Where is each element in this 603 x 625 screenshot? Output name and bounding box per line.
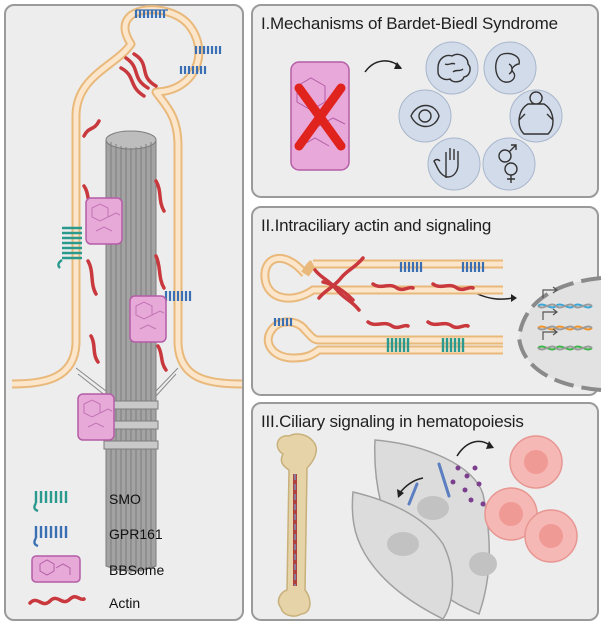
smo-receptors-two <box>386 338 465 352</box>
kidney-circle <box>483 41 537 95</box>
mechanisms-panel: I.Mechanisms of Bardet-Biedl Syndrome <box>251 4 599 198</box>
hand-circle <box>427 137 481 191</box>
femur-bone <box>276 433 318 617</box>
legend-gpr161-label: GPR161 <box>109 526 163 542</box>
bbsome-complexes <box>77 197 167 441</box>
legend-icons <box>28 491 86 606</box>
cell-nuclei <box>387 496 497 576</box>
gpr161-receptors <box>134 9 222 301</box>
hematopoiesis-panel: III.Ciliary signaling in hematopoiesis <box>251 402 599 621</box>
eye-circle <box>398 89 452 143</box>
brain-circle <box>425 41 479 95</box>
smo-receptor <box>57 226 82 269</box>
obesity-icon <box>518 91 554 135</box>
legend-bbsome-label: BBSome <box>109 562 165 578</box>
legend-actin-icon <box>28 595 86 606</box>
intraciliary-illustration <box>260 253 602 392</box>
legend-actin-label: Actin <box>109 595 141 611</box>
bbsome-blocked <box>290 61 350 171</box>
mechanisms-illustration <box>290 41 563 191</box>
panel-three-title: III.Ciliary signaling in hematopoiesis <box>261 412 524 431</box>
legend-gpr161-icon <box>33 526 68 548</box>
obesity-circle <box>509 89 563 143</box>
panel-one-title: I.Mechanisms of Bardet-Biedl Syndrome <box>261 14 558 33</box>
hematopoiesis-illustration <box>276 433 578 620</box>
panel-two-title: II.Intraciliary actin and signaling <box>261 216 492 235</box>
gpr161-receptors-two <box>273 262 485 326</box>
cilium-illustration <box>11 5 243 606</box>
eye-icon <box>410 104 440 128</box>
x-mark-icon <box>294 83 346 151</box>
blood-cells <box>484 435 578 563</box>
signal-dots <box>450 465 486 507</box>
brain-icon <box>437 53 471 83</box>
nucleus <box>516 276 602 392</box>
legend-smo-label: SMO <box>109 491 141 507</box>
legend-bbsome-icon <box>31 555 81 583</box>
stromal-cells <box>351 439 490 620</box>
legend-smo-icon <box>33 491 68 513</box>
hand-icon <box>433 148 459 178</box>
cilium-panel: SMO GPR161 BBSome Actin <box>4 4 244 621</box>
gender-icon <box>498 144 518 183</box>
kidney-icon <box>495 52 520 83</box>
intraciliary-panel: II.Intraciliary actin and signaling <box>251 206 602 396</box>
axoneme <box>75 130 179 573</box>
actin-filaments-two <box>313 256 475 330</box>
